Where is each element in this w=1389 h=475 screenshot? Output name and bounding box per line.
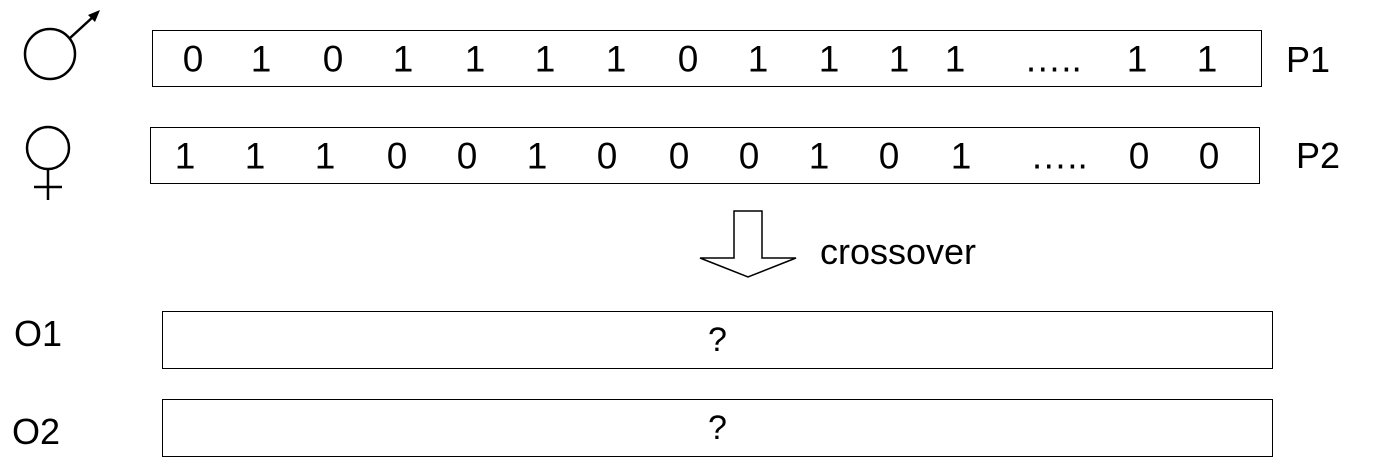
unknown-marker: ?	[708, 409, 727, 447]
gene: 0	[738, 135, 760, 176]
gene: 0	[322, 38, 344, 79]
unknown-marker: ?	[708, 321, 727, 359]
gene-ellipsis: …..	[1030, 135, 1088, 176]
parent2-label: P2	[1296, 135, 1341, 176]
parent2-chromosome: 1 1 1 0 0 1 0 0 0 1 0 1 ….. 0 0	[150, 127, 1260, 184]
down-arrow-icon	[699, 210, 797, 278]
female-symbol-icon	[25, 125, 71, 200]
gene: 1	[950, 135, 972, 176]
gene: 0	[596, 135, 618, 176]
gene: 1	[392, 38, 414, 79]
parent1-label: P1	[1286, 39, 1331, 80]
parent1-chromosome: 0 1 0 1 1 1 1 0 1 1 1 1 ….. 1 1	[152, 30, 1262, 87]
gene: 0	[668, 135, 690, 176]
gene: 0	[1198, 135, 1220, 176]
gene: 1	[1196, 38, 1218, 79]
gene: 0	[677, 38, 699, 79]
offspring1-chromosome: ?	[162, 311, 1273, 369]
gene: 0	[386, 135, 408, 176]
gene: 1	[808, 135, 830, 176]
gene: 0	[456, 135, 478, 176]
gene: 0	[182, 38, 204, 79]
gene: 1	[818, 38, 840, 79]
male-symbol-icon	[23, 10, 100, 81]
gene: 1	[526, 135, 548, 176]
gene: 1	[314, 135, 336, 176]
crossover-label: crossover	[820, 231, 977, 272]
gene: 1	[244, 135, 266, 176]
gene: 1	[1126, 38, 1148, 79]
gene-ellipsis: …..	[1024, 38, 1082, 79]
gene: 1	[174, 135, 196, 176]
gene: 1	[888, 38, 910, 79]
offspring2-chromosome: ?	[162, 399, 1273, 457]
offspring1-label: O1	[14, 313, 63, 354]
gene: 1	[605, 38, 627, 79]
gene: 1	[534, 38, 556, 79]
gene: 0	[878, 135, 900, 176]
gene: 1	[944, 38, 966, 79]
offspring2-label: O2	[12, 411, 61, 452]
gene: 1	[464, 38, 486, 79]
gene: 1	[250, 38, 272, 79]
gene: 0	[1128, 135, 1150, 176]
gene: 1	[747, 38, 769, 79]
